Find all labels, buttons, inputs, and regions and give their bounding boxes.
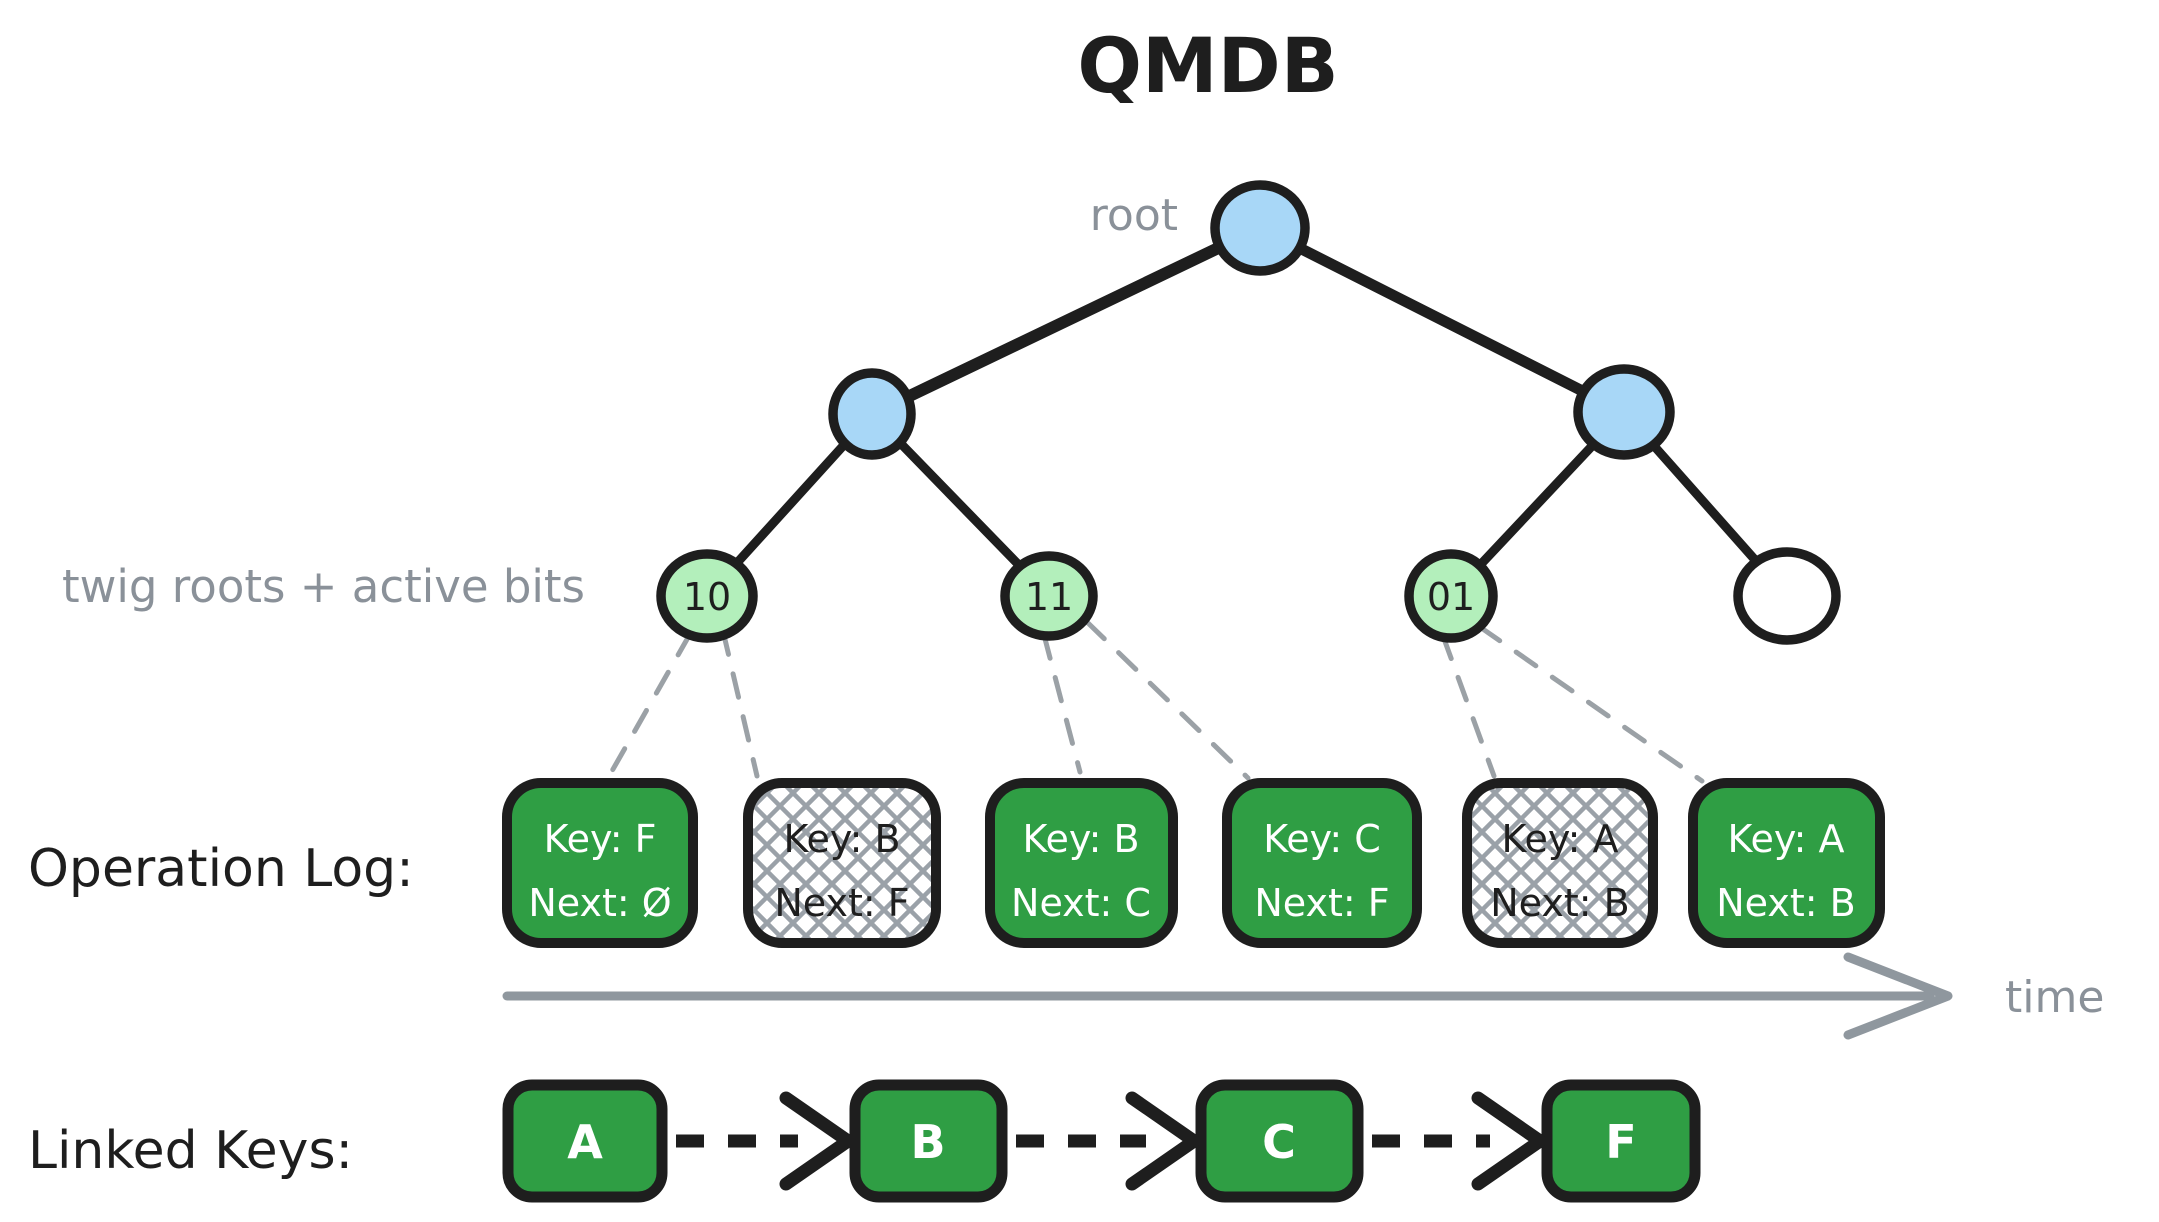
linked-key-c-box [1195,1079,1364,1203]
connector-twig01-entry5 [1440,633,1497,779]
log-entry-4-box [1222,778,1422,948]
log-entry-3-box [985,778,1178,948]
log-entry-6-next: Next: B [1716,881,1855,925]
tree-nodes: 10 11 01 [656,180,1841,645]
log-entry-2-next: Next: F [774,881,909,925]
linked-key-b-label: B [910,1115,945,1169]
log-entry-1: Key: F Next: Ø [502,778,698,948]
connector-twig01-entry6 [1477,624,1705,784]
log-entry-4-key: Key: C [1263,817,1381,861]
linked-key-f-box [1541,1079,1701,1203]
root-node [1210,180,1310,276]
time-arrow-head [1843,952,1953,1040]
log-entry-1-next: Next: Ø [528,881,671,925]
internal-node-left [828,368,916,460]
log-entry-3: Key: B Next: C [985,778,1178,948]
linked-arrow-a-b-head [779,1091,855,1191]
root-annotation: root [1090,190,1178,241]
log-entry-3-next: Next: C [1011,881,1151,925]
log-entry-3-key: Key: B [1022,817,1139,861]
log-entry-6-key: Key: A [1727,817,1844,861]
edge-root-right [1254,222,1630,418]
empty-twig-node [1733,547,1841,645]
linked-key-b-box [849,1079,1008,1203]
linked-arrow-c-f-head [1471,1091,1547,1191]
log-entry-5: Key: A Next: B [1462,778,1658,948]
linked-key-a-label: A [567,1115,603,1169]
log-entry-4: Key: C Next: F [1222,778,1422,948]
linked-key-a-box [502,1079,668,1203]
linked-keys-heading: Linked Keys: [28,1121,353,1181]
edge-root-left [866,222,1266,420]
twig-roots-annotation: twig roots + active bits [62,560,585,613]
time-axis: time [502,952,2104,1040]
operation-log-entries: Key: F Next: Ø Key: B Next: F Key: B Nex… [502,778,1885,948]
log-entry-6: Key: A Next: B [1688,778,1885,948]
linked-key-c-label: C [1262,1115,1296,1169]
twig-node-01 [1404,549,1498,643]
linked-arrow-c-f [1372,1091,1547,1191]
log-entry-5-box [1462,778,1658,948]
twig-to-log-connectors [605,619,1705,784]
twig-node-10-label: 10 [683,575,731,619]
connector-twig10-entry1 [605,631,693,781]
log-entry-5-key: Key: A [1501,817,1618,861]
twig-node-10 [656,549,758,643]
twig-node-11-label: 11 [1025,575,1073,619]
log-entry-2: Key: B Next: F [743,778,941,948]
twig-node-01-label: 01 [1427,575,1475,619]
linked-key-f-label: F [1605,1115,1636,1169]
linked-arrow-a-b [676,1091,855,1191]
page-title: QMDB [1077,21,1338,110]
log-entry-2-box [743,778,941,948]
internal-node-right [1573,364,1675,460]
linked-keys-chain: A B C F [502,1079,1701,1203]
time-axis-label: time [2005,972,2104,1023]
log-entry-1-key: Key: F [544,817,657,861]
connector-twig11-entry4 [1084,619,1251,781]
log-entry-1-box [502,778,698,948]
log-entry-4-next: Next: F [1254,881,1389,925]
connector-twig11-entry3 [1041,632,1083,775]
linked-arrow-b-c-head [1125,1091,1201,1191]
log-entry-5-next: Next: B [1490,881,1629,925]
log-entry-6-box [1688,778,1885,948]
log-entry-2-key: Key: B [783,817,900,861]
linked-arrow-b-c [1016,1091,1201,1191]
twig-node-11 [1000,551,1098,641]
connector-twig10-entry2 [720,628,760,779]
operation-log-heading: Operation Log: [28,839,414,899]
